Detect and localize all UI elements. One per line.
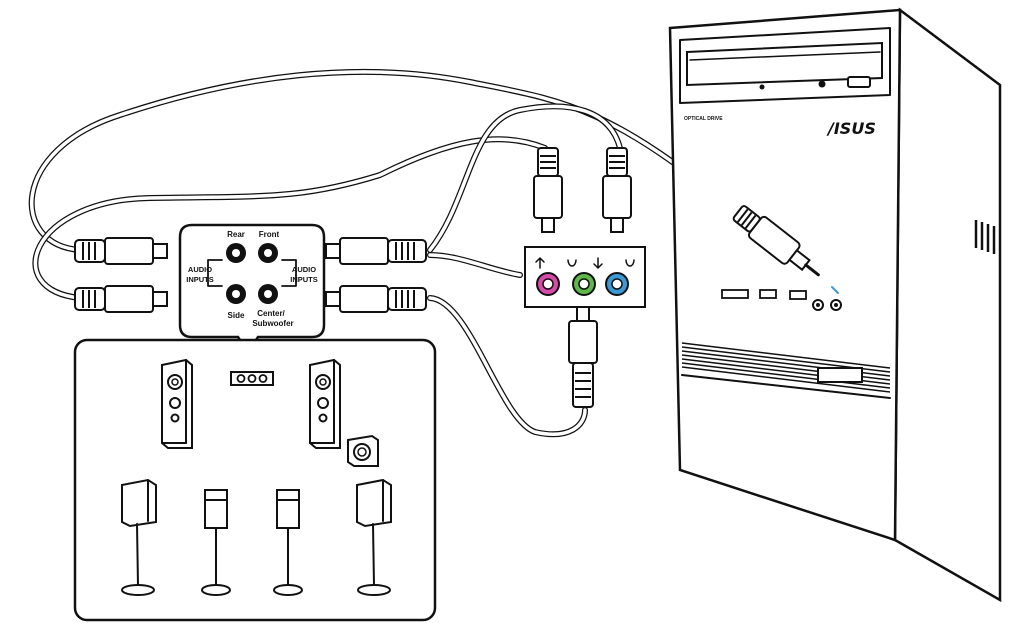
rear-audio-plugs-top bbox=[533, 147, 632, 233]
speaker-center bbox=[230, 371, 274, 386]
speaker-stand-side-left bbox=[201, 489, 231, 596]
label-subwoofer: Subwoofer bbox=[252, 319, 293, 328]
label-rear: Rear bbox=[227, 230, 245, 239]
svg-text:OPTICAL DRIVE: OPTICAL DRIVE bbox=[684, 116, 723, 122]
speaker-set-panel bbox=[73, 338, 437, 622]
cable-long-to-front-panel bbox=[28, 68, 743, 253]
label-audio-inputs-right-2: INPUTS bbox=[290, 275, 318, 284]
amp-jack-side bbox=[226, 284, 246, 304]
speaker-stand-rear-right bbox=[356, 478, 392, 596]
jack-line-out-green bbox=[572, 272, 596, 296]
speaker-subwoofer bbox=[347, 434, 379, 467]
cable-to-green-jack bbox=[427, 295, 588, 438]
amp-jack-front bbox=[258, 243, 278, 263]
jack-line-in-pink bbox=[536, 272, 560, 296]
speaker-stand-side-right bbox=[273, 489, 303, 596]
speaker-stand-rear-left bbox=[121, 478, 157, 596]
pc-tower: OPTICAL DRIVE /ISUS bbox=[668, 7, 1002, 603]
asus-logo: /ISUS bbox=[826, 119, 876, 138]
amp-jack-rear bbox=[226, 243, 246, 263]
amp-input-plugs-right bbox=[325, 237, 427, 313]
speaker-amplifier: Rear Front Side Center/ Subwoofer AUDIO … bbox=[178, 223, 326, 355]
label-front: Front bbox=[259, 230, 280, 239]
speaker-front-left bbox=[161, 358, 193, 449]
audio-cables bbox=[28, 68, 743, 438]
label-audio-inputs-right-1: AUDIO bbox=[292, 265, 316, 274]
label-audio-inputs-left-1: AUDIO bbox=[188, 265, 212, 274]
front-panel-io bbox=[721, 289, 842, 311]
front-panel-plug bbox=[732, 205, 820, 277]
jack-line-in-blue bbox=[605, 272, 629, 296]
side-panel-grill bbox=[974, 220, 996, 254]
label-audio-inputs-left-2: INPUTS bbox=[186, 275, 214, 284]
rear-audio-plug-bottom bbox=[568, 306, 598, 408]
cable-to-front-rear-jack bbox=[427, 103, 623, 253]
amp-input-plugs-left bbox=[74, 237, 168, 313]
label-center: Center/ bbox=[257, 309, 285, 318]
rear-audio-panel bbox=[524, 246, 646, 308]
amp-jack-center-subwoofer bbox=[258, 284, 278, 304]
speaker-front-right bbox=[309, 358, 341, 449]
label-side: Side bbox=[228, 311, 245, 320]
